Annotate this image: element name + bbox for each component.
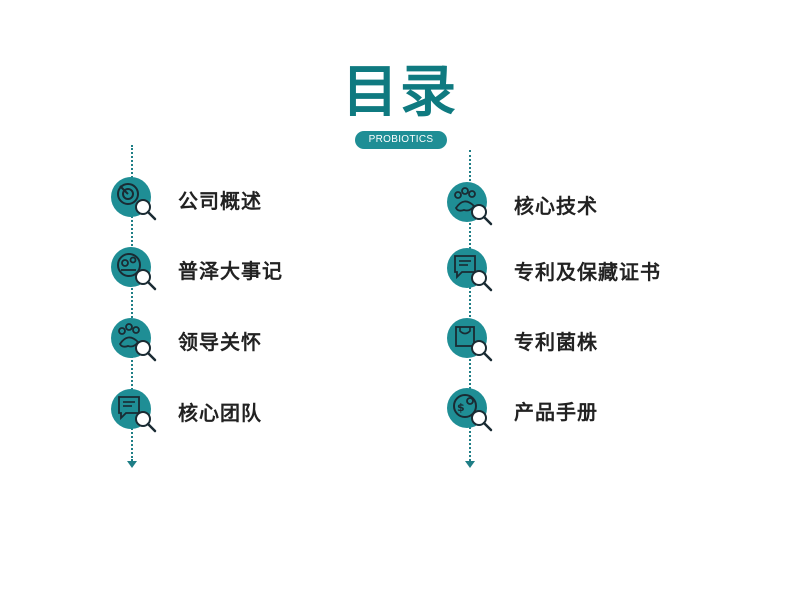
toc-item-label: 专利菌株: [514, 329, 598, 354]
gear-search-icon: [110, 245, 158, 293]
toc-item-label: 普泽大事记: [178, 258, 283, 283]
chat-search-icon: [110, 387, 158, 435]
probiotics-badge: PROBIOTICS: [355, 131, 447, 149]
toc-item-label: 核心技术: [514, 193, 598, 218]
toc-item-milestones[interactable]: 普泽大事记: [110, 245, 283, 293]
chat-search-icon: [446, 246, 494, 294]
toc-item-core-team[interactable]: 核心团队: [110, 387, 262, 435]
toc-item-product-manual[interactable]: $ 产品手册: [446, 386, 598, 434]
toc-item-leadership-care[interactable]: 领导关怀: [110, 316, 262, 364]
toc-item-company-overview[interactable]: 公司概述: [110, 175, 262, 223]
dollar-gear-search-icon: $: [446, 386, 494, 434]
toc-item-patented-strains[interactable]: 专利菌株: [446, 316, 598, 364]
paw-search-icon: [446, 180, 494, 228]
right-timeline: [469, 150, 471, 461]
toc-item-patents-certificates[interactable]: 专利及保藏证书: [446, 246, 661, 294]
bag-search-icon: [446, 316, 494, 364]
toc-item-label: 专利及保藏证书: [514, 259, 661, 284]
paw-search-icon: [110, 316, 158, 364]
toc-item-core-technology[interactable]: 核心技术: [446, 180, 598, 228]
toc-item-label: 领导关怀: [178, 329, 262, 354]
left-timeline: [131, 145, 133, 461]
right-timeline-arrow-icon: [465, 461, 475, 468]
toc-item-label: 核心团队: [178, 400, 262, 425]
target-search-icon: [110, 175, 158, 223]
left-timeline-arrow-icon: [127, 461, 137, 468]
toc-item-label: 公司概述: [178, 188, 262, 213]
page-title: 目录: [342, 60, 458, 125]
toc-item-label: 产品手册: [514, 399, 598, 424]
svg-text:$: $: [457, 401, 465, 414]
